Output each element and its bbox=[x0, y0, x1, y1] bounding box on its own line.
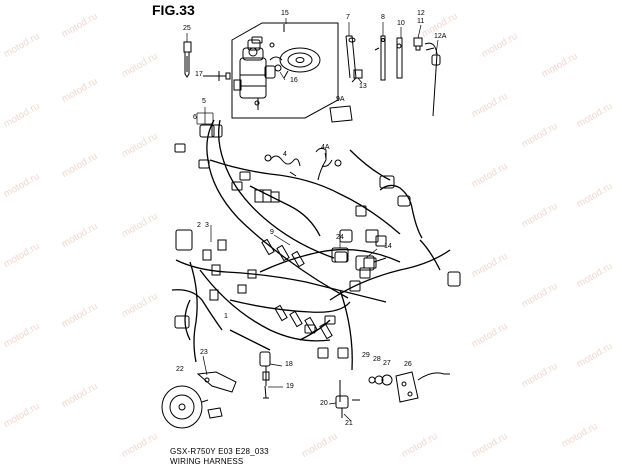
bolt bbox=[203, 71, 231, 81]
callout-17: 17 bbox=[195, 71, 203, 78]
sensor-20 bbox=[335, 380, 360, 418]
key-tab bbox=[251, 36, 275, 48]
callout-29: 29 bbox=[362, 352, 370, 359]
callout-2: 2 bbox=[197, 222, 201, 229]
callout-18: 18 bbox=[285, 361, 293, 368]
callout-14: 14 bbox=[384, 243, 392, 250]
ignition-switch-group-box bbox=[231, 22, 339, 119]
callout-8: 8 bbox=[381, 14, 385, 21]
pad-9a bbox=[329, 105, 353, 123]
callout-20: 20 bbox=[320, 400, 328, 407]
callout-25: 25 bbox=[183, 25, 191, 32]
injector-lead-group bbox=[261, 238, 333, 340]
callout-5: 5 bbox=[202, 98, 206, 105]
spring-clip-4 bbox=[264, 154, 301, 177]
callout-12a: 12A bbox=[434, 33, 447, 40]
key bbox=[183, 41, 192, 78]
callout-7: 7 bbox=[346, 14, 350, 21]
callout-28: 28 bbox=[373, 356, 381, 363]
callout-4a: 4A bbox=[321, 144, 330, 151]
callout-27: 27 bbox=[383, 360, 391, 367]
callout-9: 9 bbox=[270, 229, 274, 236]
callout-23: 23 bbox=[200, 349, 208, 356]
figure-name: WIRING HARNESS bbox=[170, 457, 244, 466]
connectors bbox=[174, 124, 461, 359]
figure-code: GSX-R750Y E03 E28_033 bbox=[170, 447, 269, 456]
lock-cap bbox=[279, 47, 321, 79]
horn bbox=[161, 385, 209, 429]
callout-13: 13 bbox=[359, 83, 367, 90]
leader-lines bbox=[186, 18, 439, 422]
callout-9a: 9A bbox=[336, 96, 345, 103]
callout-24: 24 bbox=[336, 234, 344, 241]
callout-19: 19 bbox=[286, 383, 294, 390]
clamp-8 bbox=[374, 35, 386, 81]
callout-21: 21 bbox=[345, 420, 353, 427]
cable-tie-12 bbox=[424, 42, 441, 117]
ignition-switch bbox=[233, 39, 283, 110]
clamp-11 bbox=[413, 37, 423, 51]
figure-title: FIG.33 bbox=[152, 2, 195, 18]
callout-16: 16 bbox=[290, 77, 298, 84]
callout-15: 15 bbox=[281, 10, 289, 17]
horn-bracket bbox=[196, 371, 237, 419]
callout-1: 1 bbox=[224, 313, 228, 320]
callout-26: 26 bbox=[404, 361, 412, 368]
clip-13 bbox=[353, 69, 363, 79]
spring-clip-4a bbox=[315, 147, 342, 181]
sensor-18 bbox=[259, 351, 271, 399]
washers bbox=[368, 374, 393, 386]
callout-4: 4 bbox=[283, 151, 287, 158]
callout-6: 6 bbox=[193, 114, 197, 121]
sensor-bracket-26 bbox=[395, 371, 450, 403]
callout-22: 22 bbox=[176, 366, 184, 373]
callout-12: 12 bbox=[417, 10, 425, 17]
callout-11: 11 bbox=[417, 18, 425, 25]
clamp-10 bbox=[396, 37, 403, 79]
relay-14 bbox=[355, 255, 387, 271]
callout-10: 10 bbox=[397, 20, 405, 27]
main-harness bbox=[171, 119, 451, 371]
callout-3: 3 bbox=[205, 222, 209, 229]
